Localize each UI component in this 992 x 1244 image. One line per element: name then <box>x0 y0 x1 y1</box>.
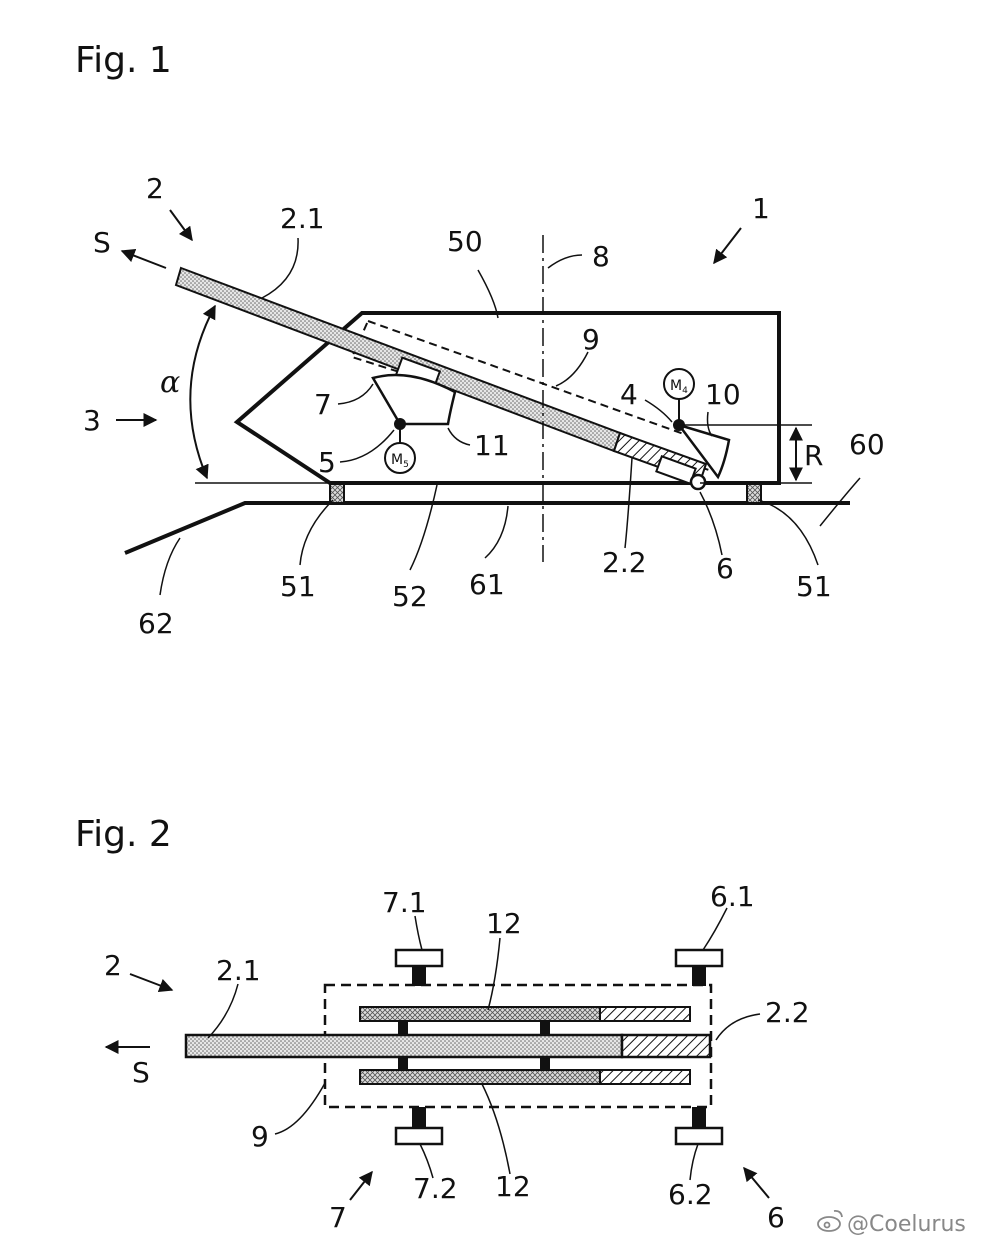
motor-M5 <box>384 442 416 474</box>
arrow-2 <box>169 209 193 242</box>
angle-alpha-arc <box>189 304 216 480</box>
label-10: 10 <box>705 378 741 411</box>
fig1-title: Fig. 1 <box>75 40 172 81</box>
fig2-title: Fig. 2 <box>75 814 172 855</box>
sword-2-2-top-view <box>620 1033 712 1059</box>
label-1: 1 <box>752 192 770 225</box>
label-6: 6 <box>716 552 734 585</box>
arrow-7-fig2 <box>349 1170 373 1201</box>
label-M4: M4 <box>670 378 688 396</box>
foot-51-right <box>746 483 762 504</box>
label-S-fig2: S <box>132 1056 150 1089</box>
arm-10 <box>675 422 731 480</box>
label-5: 5 <box>318 446 336 479</box>
label-9: 9 <box>582 323 600 356</box>
label-7: 7 <box>314 388 332 421</box>
motor-M4 <box>663 368 695 400</box>
label-alpha: α <box>160 365 180 400</box>
watermark-text: @Coelurus <box>847 1212 966 1237</box>
label-2: 2 <box>146 172 164 205</box>
ground-line <box>124 501 850 555</box>
pivot-6 <box>689 473 707 491</box>
label-S: S <box>93 226 111 259</box>
label-62: 62 <box>138 607 174 640</box>
weibo-icon <box>817 1209 843 1232</box>
carriage-9-top-view <box>323 983 713 1109</box>
label-7-2: 7.2 <box>413 1172 458 1205</box>
roller-7-2 <box>394 1126 444 1146</box>
fig2-labels: 7.1 12 6.1 2 2.1 2.2 S 9 7.2 12 6.2 7 6 <box>104 880 810 1234</box>
arrow-1 <box>713 227 742 265</box>
label-52: 52 <box>392 580 428 613</box>
label-R: R <box>804 439 823 472</box>
label-6-2: 6.2 <box>668 1178 713 1211</box>
label-61: 61 <box>469 568 505 601</box>
label-2-2: 2.2 <box>602 546 647 579</box>
label-6-1: 6.1 <box>710 880 755 913</box>
arrow-6-fig2 <box>743 1166 770 1199</box>
label-50: 50 <box>447 225 483 258</box>
label-7-fig2: 7 <box>329 1201 347 1234</box>
fig2-drawing <box>104 907 770 1201</box>
label-2-fig2: 2 <box>104 949 122 982</box>
label-9-fig2: 9 <box>251 1120 269 1153</box>
label-60: 60 <box>849 428 885 461</box>
carriage-9 <box>350 319 722 473</box>
arm-11 <box>371 373 457 426</box>
label-3: 3 <box>83 404 101 437</box>
arrow-2-fig2 <box>129 973 174 993</box>
label-51-left: 51 <box>280 570 316 603</box>
direction-arrow-S <box>120 249 167 269</box>
guide-12-lower <box>359 1069 601 1085</box>
label-7-1: 7.1 <box>382 886 427 919</box>
fig1-drawing <box>116 209 861 596</box>
label-51-right: 51 <box>796 570 832 603</box>
label-2-2-fig2: 2.2 <box>765 996 810 1029</box>
watermark: @Coelurus <box>817 1209 966 1237</box>
label-2-1-fig2: 2.1 <box>216 954 261 987</box>
label-4: 4 <box>620 378 638 411</box>
fig1-labels: 1 2 2.1 S 50 8 9 α 3 7 4 10 M4 11 5 M5 R… <box>83 172 885 640</box>
label-8: 8 <box>592 240 610 273</box>
label-6-fig2: 6 <box>767 1201 785 1234</box>
label-12-lower: 12 <box>495 1170 531 1203</box>
roller-6-1 <box>674 948 724 968</box>
label-12-upper: 12 <box>486 907 522 940</box>
sword-2-1-top-view <box>184 1033 624 1059</box>
roller-6-2 <box>674 1126 724 1146</box>
label-M5: M5 <box>391 452 409 470</box>
label-11: 11 <box>474 429 510 462</box>
foot-51-left <box>329 483 345 504</box>
guide-12-upper <box>359 1006 601 1022</box>
label-2-1: 2.1 <box>280 202 325 235</box>
roller-7-1 <box>394 948 444 968</box>
